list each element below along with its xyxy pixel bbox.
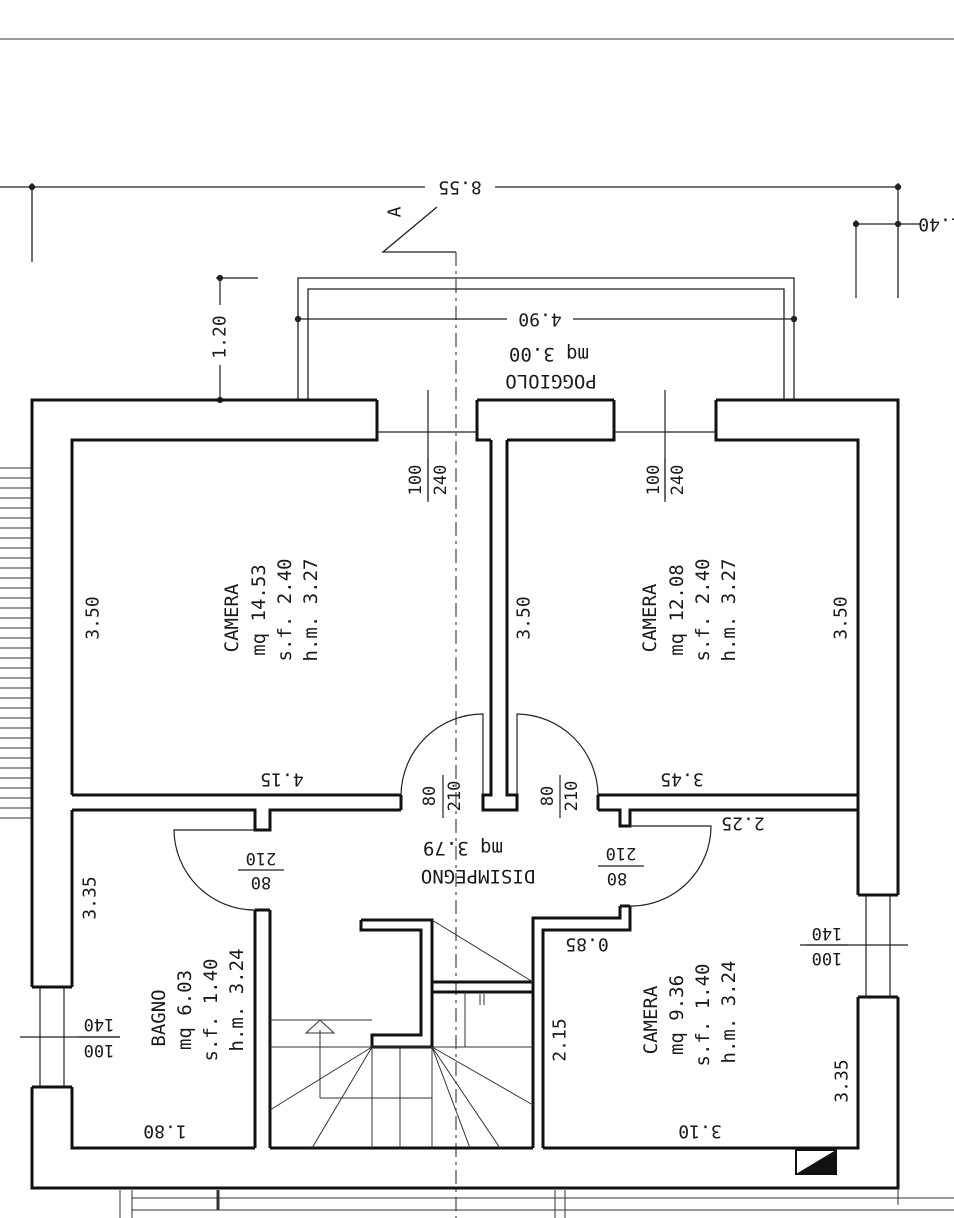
- door-bagno-width: 80: [251, 872, 271, 892]
- dim-camera-small-d: 3.35: [832, 1059, 853, 1102]
- room-sf-camera-left: s.f. 2.40: [274, 559, 296, 662]
- room-hm-bagno: h.m. 3.24: [226, 949, 248, 1052]
- window-top-left-width: 100: [406, 465, 426, 496]
- door-camera-small-width: 80: [607, 868, 627, 888]
- room-name-camera-left: CAMERA: [221, 583, 243, 652]
- door-right-width: 80: [538, 786, 558, 806]
- overall-width-label: 8.55: [438, 177, 481, 198]
- dim-camera-right-width: 3.45: [660, 769, 703, 790]
- dim-bagno-depth: 3.35: [80, 876, 101, 919]
- dim-camera-right-depth-left: 3.50: [514, 596, 535, 639]
- door-left-height: 210: [445, 781, 465, 812]
- stair-lines: [269, 919, 534, 1149]
- door-right-height: 210: [562, 781, 582, 812]
- room-hm-camera-left: h.m. 3.27: [300, 559, 322, 662]
- dim-camera-small-width: 3.10: [678, 1121, 721, 1142]
- shaft-symbol: [795, 1149, 837, 1175]
- room-area-bagno: mq 6.03: [174, 970, 196, 1050]
- dim-camera-small-b: 0.85: [565, 934, 608, 955]
- dim-bagno-width: 1.80: [143, 1121, 186, 1142]
- right-offset-label: 1.40: [918, 214, 954, 235]
- fraction-bars: [78, 458, 848, 1038]
- dim-camera-left-depth: 3.50: [83, 596, 104, 639]
- room-area-camera-small: mq 9.36: [666, 975, 688, 1055]
- window-top-left-height: 240: [431, 465, 451, 496]
- balcony-width-label: 4.90: [518, 309, 561, 330]
- dim-camera-small-a: 2.25: [721, 813, 764, 834]
- dim-camera-right-depth-right: 3.50: [831, 596, 852, 639]
- door-left-width: 80: [420, 786, 440, 806]
- window-top-right-width: 100: [644, 465, 664, 496]
- room-area-disimpegno: mq 3.79: [423, 837, 503, 859]
- room-sf-camera-right: s.f. 2.40: [692, 559, 714, 662]
- window-bagno-height: 140: [84, 1014, 115, 1034]
- balcony-depth-label: 1.20: [210, 315, 231, 358]
- room-hm-camera-right: h.m. 3.27: [718, 559, 740, 662]
- overall-width-dimension: [0, 183, 902, 298]
- facade-hatch: [0, 467, 32, 819]
- balcony-area-label: mq 3.00: [509, 343, 589, 365]
- adjacent-structure-lines: [119, 1188, 954, 1218]
- room-name-camera-right: CAMERA: [639, 583, 661, 652]
- room-name-bagno: BAGNO: [148, 989, 170, 1046]
- walls: [30, 398, 900, 1190]
- room-area-camera-right: mq 12.08: [666, 564, 688, 656]
- window-top-right-height: 240: [668, 465, 688, 496]
- room-name-disimpegno: DISIMPEGNO: [421, 865, 535, 887]
- window-camera-small-width: 100: [812, 948, 843, 968]
- room-area-camera-left: mq 14.53: [248, 564, 270, 656]
- door-bagno-height: 210: [246, 848, 277, 868]
- window-bagno-width: 100: [84, 1040, 115, 1060]
- dim-camera-left-width: 4.15: [260, 769, 303, 790]
- dim-camera-small-c: 2.15: [550, 1018, 571, 1061]
- room-hm-camera-small: h.m. 3.24: [718, 961, 740, 1064]
- section-mark-label: A: [385, 206, 406, 217]
- door-camera-small-height: 210: [606, 843, 637, 863]
- window-camera-small-height: 140: [812, 923, 843, 943]
- right-offset-dimension: [852, 220, 920, 298]
- room-sf-camera-small: s.f. 1.40: [692, 964, 714, 1067]
- room-sf-bagno: s.f. 1.40: [200, 959, 222, 1062]
- section-line-symbol: [381, 206, 457, 1218]
- balcony-name-label: POGGIOLO: [505, 370, 597, 392]
- balcony-outline: [294, 277, 798, 400]
- door-swings: [173, 713, 712, 911]
- room-name-camera-small: CAMERA: [640, 985, 662, 1054]
